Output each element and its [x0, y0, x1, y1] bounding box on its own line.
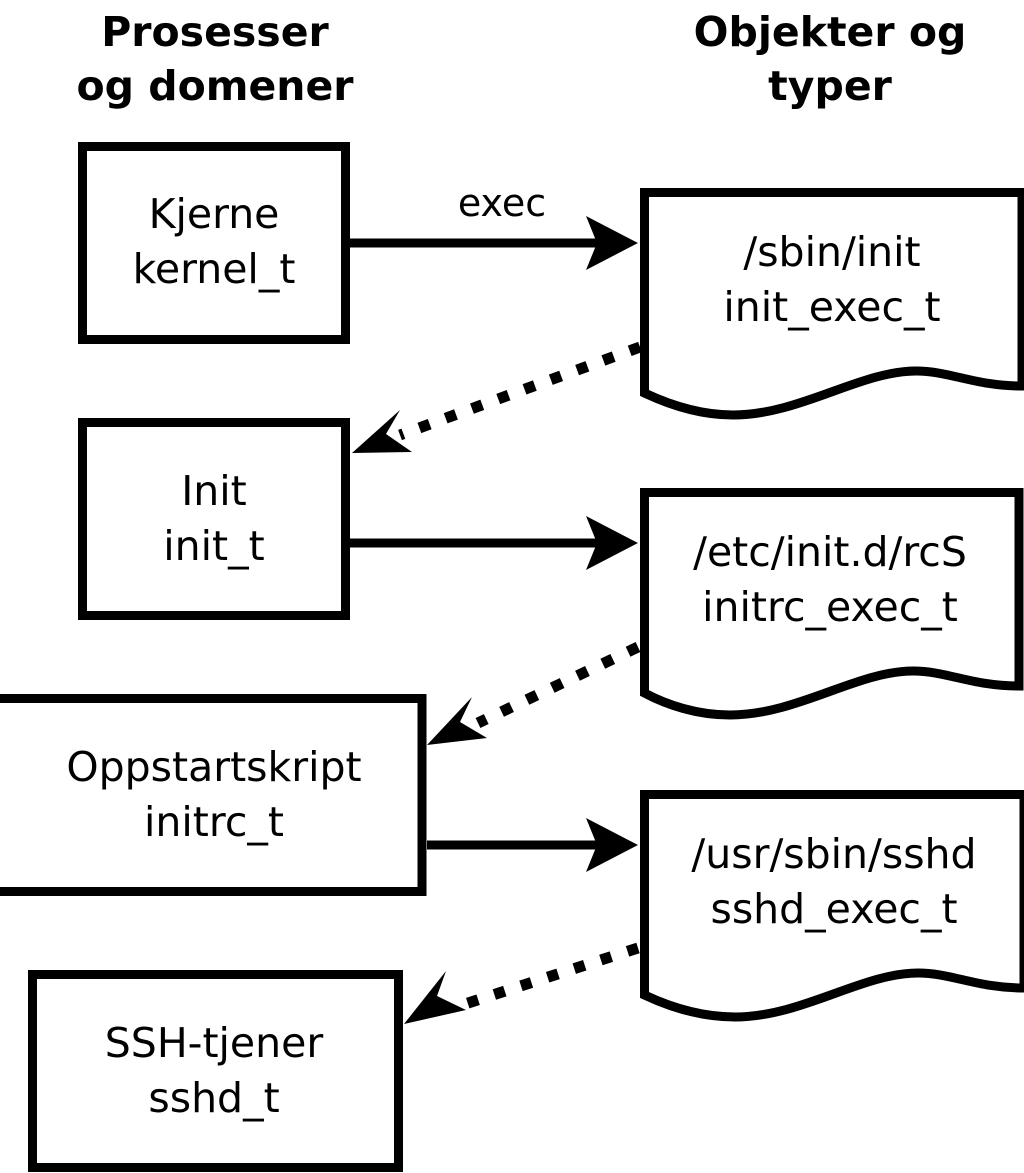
edge-line-init-exec-to-init — [398, 341, 642, 441]
arrowhead-init-to-initrc-exec — [586, 516, 638, 570]
edge-init-to-initrc-exec — [350, 516, 638, 570]
node-sshd[interactable]: SSH-tjener sshd_t — [28, 970, 403, 1172]
node-init-exec[interactable]: /sbin/init init_exec_t — [640, 188, 1024, 420]
edge-sshd-exec-to-sshd — [404, 942, 640, 1024]
edge-initrc-exec-to-initrc — [427, 642, 641, 745]
node-init-line1: Init — [181, 467, 247, 515]
column-header-processes: Prosesser og domener — [76, 8, 354, 110]
node-initrc[interactable]: Oppstartskript initrc_t — [0, 694, 427, 896]
node-initrc-exec-line2: initrc_exec_t — [702, 583, 958, 631]
node-initrc-exec-document-shape[interactable] — [640, 488, 1024, 720]
node-sshd-exec[interactable]: /usr/sbin/sshd sshd_exec_t — [640, 790, 1024, 1022]
column-header-objects-line1: Objekter og — [694, 8, 967, 56]
node-sshd-line1: SSH-tjener — [105, 1019, 324, 1067]
column-header-processes-line1: Prosesser — [101, 8, 329, 56]
column-header-objects-line2: typer — [768, 62, 892, 110]
node-initrc-exec-line1: /etc/init.d/rcS — [693, 528, 967, 576]
node-init-exec-line2: init_exec_t — [723, 283, 940, 331]
node-init-box[interactable] — [78, 418, 350, 620]
arrowhead-initrc-to-sshd-exec — [586, 818, 638, 872]
edge-init-exec-to-init — [352, 341, 642, 453]
column-header-objects: Objekter og typer — [694, 8, 967, 110]
edge-line-sshd-exec-to-sshd — [460, 942, 640, 1011]
node-sshd-box[interactable] — [28, 970, 403, 1172]
edge-kernel-to-init-exec: exec — [350, 181, 638, 270]
edge-line-initrc-exec-to-initrc — [475, 642, 641, 728]
edge-label-exec: exec — [458, 181, 546, 225]
node-kernel-line2: kernel_t — [133, 245, 296, 293]
node-init-exec-line1: /sbin/init — [743, 228, 920, 276]
node-init-line2: init_t — [163, 522, 264, 570]
node-initrc-line1: Oppstartskript — [66, 743, 361, 791]
node-sshd-line2: sshd_t — [148, 1074, 279, 1122]
node-sshd-exec-line1: /usr/sbin/sshd — [691, 830, 976, 878]
node-kernel-box[interactable] — [78, 142, 350, 344]
edge-initrc-to-sshd-exec — [427, 818, 638, 872]
node-initrc-box[interactable] — [0, 694, 427, 896]
node-sshd-exec-line2: sshd_exec_t — [710, 885, 957, 933]
node-init-exec-document-shape[interactable] — [640, 188, 1024, 420]
node-init[interactable]: Init init_t — [78, 418, 350, 620]
node-initrc-exec[interactable]: /etc/init.d/rcS initrc_exec_t — [640, 488, 1024, 720]
arrowhead-kernel-to-init-exec — [586, 216, 638, 270]
arrowhead-sshd-exec-to-sshd — [404, 971, 466, 1024]
column-header-processes-line2: og domener — [76, 62, 354, 110]
node-sshd-exec-document-shape[interactable] — [640, 790, 1024, 1022]
arrowhead-init-exec-to-init — [352, 410, 412, 453]
node-kernel[interactable]: Kjerne kernel_t — [78, 142, 350, 344]
arrowhead-initrc-exec-to-initrc — [427, 697, 487, 745]
node-initrc-line2: initrc_t — [144, 798, 284, 846]
node-kernel-line1: Kjerne — [149, 190, 280, 238]
